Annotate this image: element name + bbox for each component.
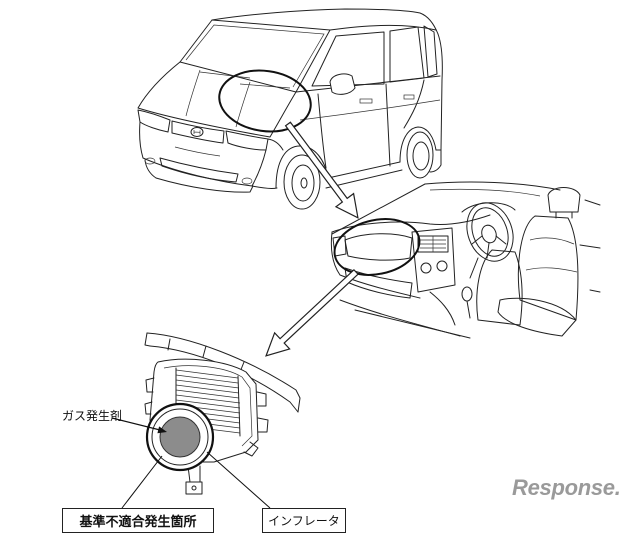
gas-generant-label: ガス発生剤 [62,409,123,423]
inflator [145,402,215,472]
windshield-base-highlight-circle [218,69,312,133]
nonconformity-leader-line [121,455,163,509]
pointer-arrow-car-to-dashboard [284,121,359,219]
response-watermark-logo: Response. [512,475,621,500]
gas-generant-leader-arrow [111,417,167,434]
pointer-arrow-dashboard-to-module [265,268,359,357]
gas-generant-fill [159,416,201,458]
passenger-airbag-highlight-ellipse [333,218,421,276]
inflator-inner-ring [151,408,209,466]
car-exterior-illustration [137,8,443,210]
inflator-box: インフレータ [262,508,346,533]
nonconformity-location-label: 基準不適合発生箇所 [79,515,197,530]
inflator-label: インフレータ [268,514,340,528]
nonconformity-location-box: 基準不適合発生箇所 [62,508,214,533]
inflator-leader-line [206,451,271,509]
dashboard-interior-illustration [330,181,601,339]
